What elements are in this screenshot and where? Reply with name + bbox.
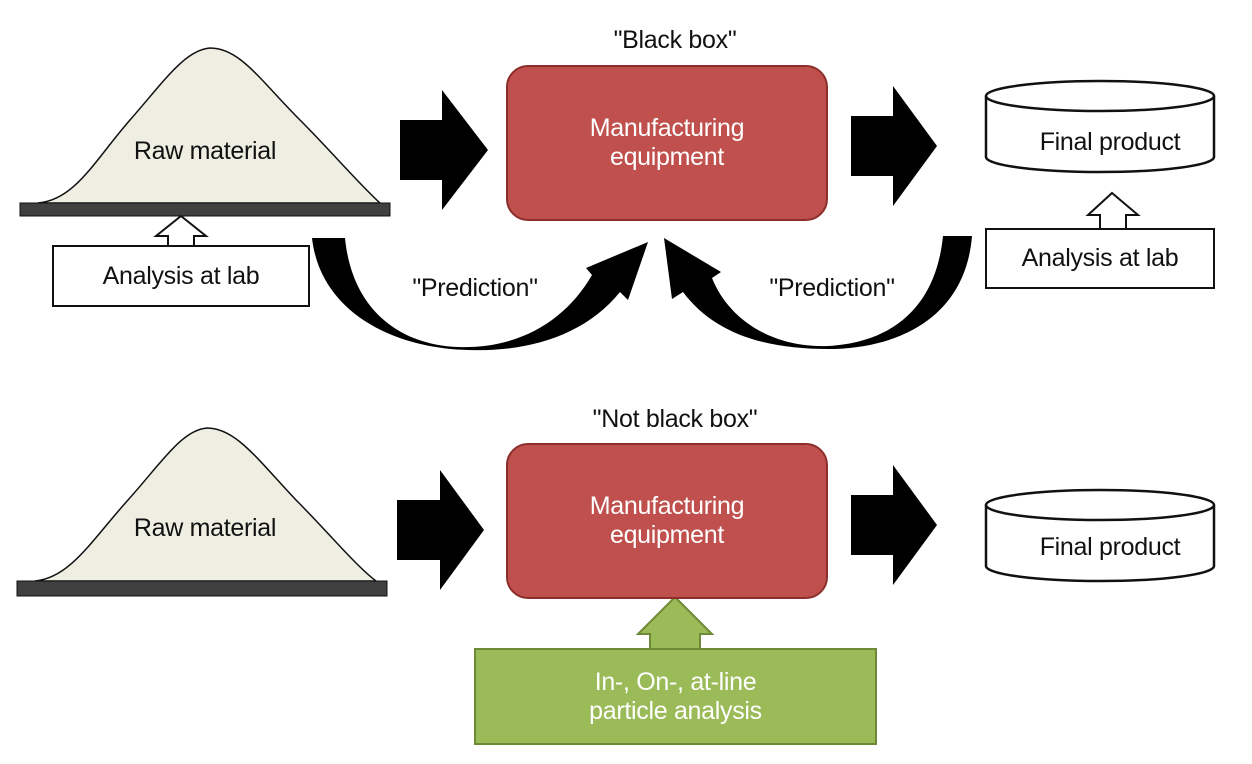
raw-material-pile-bottom [34,427,379,582]
final-product-cylinder-top [984,79,1216,174]
prediction-label-left: "Prediction" [412,274,538,302]
manufacturing-equipment-box-bottom: Manufacturing equipment [506,443,828,599]
analysis-at-lab-box-right: Analysis at lab [985,228,1215,289]
analysis-up-arrow-left [153,214,209,248]
manufacturing-equipment-box-top: Manufacturing equipment [506,65,828,221]
particle-analysis-line2: particle analysis [589,696,762,725]
equipment-label-line2-top: equipment [609,143,725,171]
analysis-at-lab-label-left: Analysis at lab [102,261,260,290]
final-product-cylinder-bottom [984,488,1216,583]
final-product-label-top: Final product [1039,128,1181,156]
flow-arrow-bottom-2 [851,465,937,585]
raw-material-base-top [19,202,391,217]
final-product-label-bottom: Final product [1039,533,1181,561]
flow-arrow-bottom-1 [397,470,484,590]
raw-material-label-bottom: Raw material [133,514,277,542]
particle-analysis-box: In-, On-, at-line particle analysis [474,648,877,745]
black-box-label: "Black box" [613,26,737,54]
prediction-label-right: "Prediction" [769,274,895,302]
particle-analysis-line1: In-, On-, at-line [594,667,757,696]
flow-arrow-top-1 [400,90,488,210]
raw-material-base-bottom [16,580,388,597]
flow-arrow-top-2 [851,86,937,206]
analysis-at-lab-box-left: Analysis at lab [52,245,310,307]
not-black-box-label: "Not black box" [592,405,758,433]
equipment-label-line1-bottom: Manufacturing [589,492,745,520]
analysis-at-lab-label-right: Analysis at lab [1021,244,1179,272]
particle-analysis-up-arrow [635,595,715,651]
prediction-curve-right [664,236,972,350]
raw-material-label-top: Raw material [133,137,277,165]
equipment-label-line2-bottom: equipment [609,521,725,549]
prediction-curve-left [312,238,648,351]
analysis-up-arrow-right [1085,191,1141,230]
raw-material-pile-top [37,47,382,204]
equipment-label-line1-top: Manufacturing [589,114,745,142]
